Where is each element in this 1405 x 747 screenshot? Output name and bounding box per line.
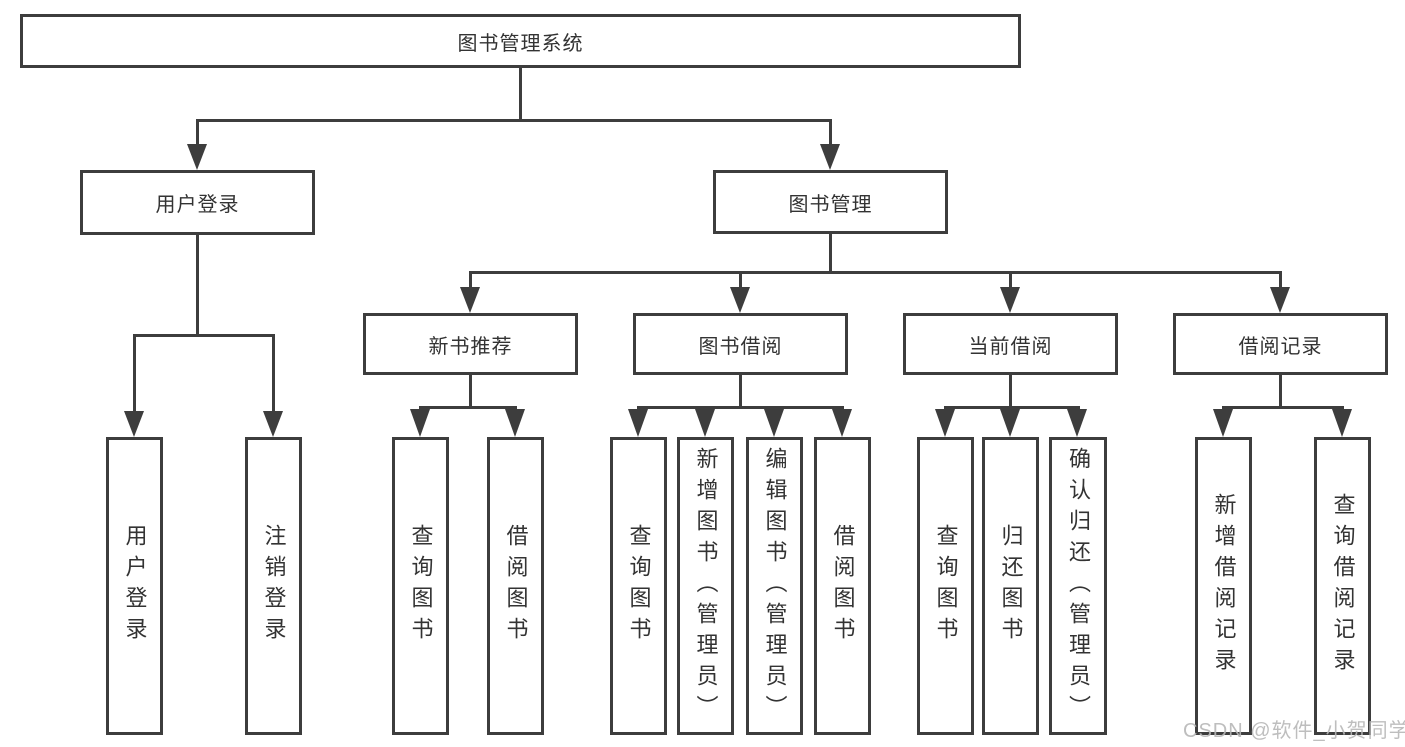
arrowhead-down-icon [460,287,480,313]
leaf-label: 借阅图书 [503,524,529,648]
connector-to-borrowing-records [1279,271,1282,289]
arrowhead-down-icon [820,144,840,170]
leaf-query-books-current: 查询图书 [917,437,974,735]
node-label: 图书管理系统 [457,32,584,55]
arrowhead-down-icon [1000,287,1020,313]
leaf-label: 新增图书（管理员） [693,446,719,726]
connector-level1-bus [196,119,832,122]
node-book-management: 图书管理 [713,170,948,234]
connector-group-bus [1222,406,1344,409]
leaf-label: 用户登录 [122,524,148,648]
arrowhead-down-icon [1000,409,1020,437]
leaf-label: 编辑图书（管理员） [762,446,788,726]
arrowhead-down-icon [764,409,784,437]
arrowhead-down-icon [263,411,283,437]
connector-user-login-bus [133,334,275,337]
connector-level2-bus [469,271,1282,274]
leaf-confirm-return-admin: 确认归还（管理员） [1049,437,1107,735]
leaf-borrow-books: 借阅图书 [814,437,871,735]
connector-user-login-stub [196,235,199,336]
connector-group-stub [739,375,742,408]
leaf-query-books-borrow: 查询图书 [610,437,667,735]
leaf-label: 查询图书 [933,524,959,648]
leaf-add-books-admin: 新增图书（管理员） [677,437,734,735]
leaf-label: 查询图书 [626,524,652,648]
node-label: 新书推荐 [428,335,513,358]
node-current-borrowing: 当前借阅 [903,313,1118,375]
connector-group-bus [637,406,844,409]
node-borrowing-records: 借阅记录 [1173,313,1388,375]
connector-group-stub [1279,375,1282,408]
connector-group-bus [419,406,517,409]
leaf-borrow-books-recommend: 借阅图书 [487,437,544,735]
watermark: CSDN @软件_小贺同学 [1183,720,1405,742]
leaf-label: 查询借阅记录 [1330,493,1356,679]
leaf-logout: 注销登录 [245,437,302,735]
connector-to-user-login [196,119,199,147]
node-label: 图书借阅 [698,335,783,358]
leaf-user-login: 用户登录 [106,437,163,735]
connector-book-management-stub [829,234,832,274]
arrowhead-down-icon [410,409,430,437]
arrowhead-down-icon [695,409,715,437]
leaf-label: 新增借阅记录 [1211,493,1237,679]
arrowhead-down-icon [935,409,955,437]
connector-to-leaf-logout [272,334,275,414]
connector-group-stub [469,375,472,408]
leaf-label: 注销登录 [261,524,287,648]
node-label: 图书管理 [788,193,873,216]
connector-to-book-borrowing [739,271,742,289]
arrowhead-down-icon [1067,409,1087,437]
connector-group-bus [944,406,1080,409]
node-book-borrowing: 图书借阅 [633,313,848,375]
leaf-return-books: 归还图书 [982,437,1039,735]
connector-to-current-borrowing [1009,271,1012,289]
node-label: 当前借阅 [968,335,1053,358]
connector-to-book-management [829,119,832,147]
node-library-management-system: 图书管理系统 [20,14,1021,68]
node-label: 用户登录 [155,194,240,216]
arrowhead-down-icon [730,287,750,313]
leaf-add-borrow-record: 新增借阅记录 [1195,437,1252,735]
node-user-login: 用户登录 [80,170,315,235]
connector-root-stub [519,68,522,122]
arrowhead-down-icon [832,409,852,437]
leaf-label: 查询图书 [408,524,434,648]
leaf-query-borrow-record: 查询借阅记录 [1314,437,1371,735]
arrowhead-down-icon [124,411,144,437]
leaf-query-books-recommend: 查询图书 [392,437,449,735]
arrowhead-down-icon [628,409,648,437]
connector-to-leaf-user-login [133,334,136,414]
connector-group-stub [1009,375,1012,408]
arrowhead-down-icon [187,144,207,170]
leaf-label: 归还图书 [998,524,1024,648]
node-new-book-recommendation: 新书推荐 [363,313,578,375]
arrowhead-down-icon [1270,287,1290,313]
node-label: 借阅记录 [1238,335,1323,358]
arrowhead-down-icon [505,409,525,437]
connector-to-new-book-recommendation [469,271,472,289]
leaf-label: 确认归还（管理员） [1066,446,1091,726]
leaf-edit-books-admin: 编辑图书（管理员） [746,437,803,735]
leaf-label: 借阅图书 [830,524,856,648]
arrowhead-down-icon [1332,409,1352,437]
arrowhead-down-icon [1213,409,1233,437]
